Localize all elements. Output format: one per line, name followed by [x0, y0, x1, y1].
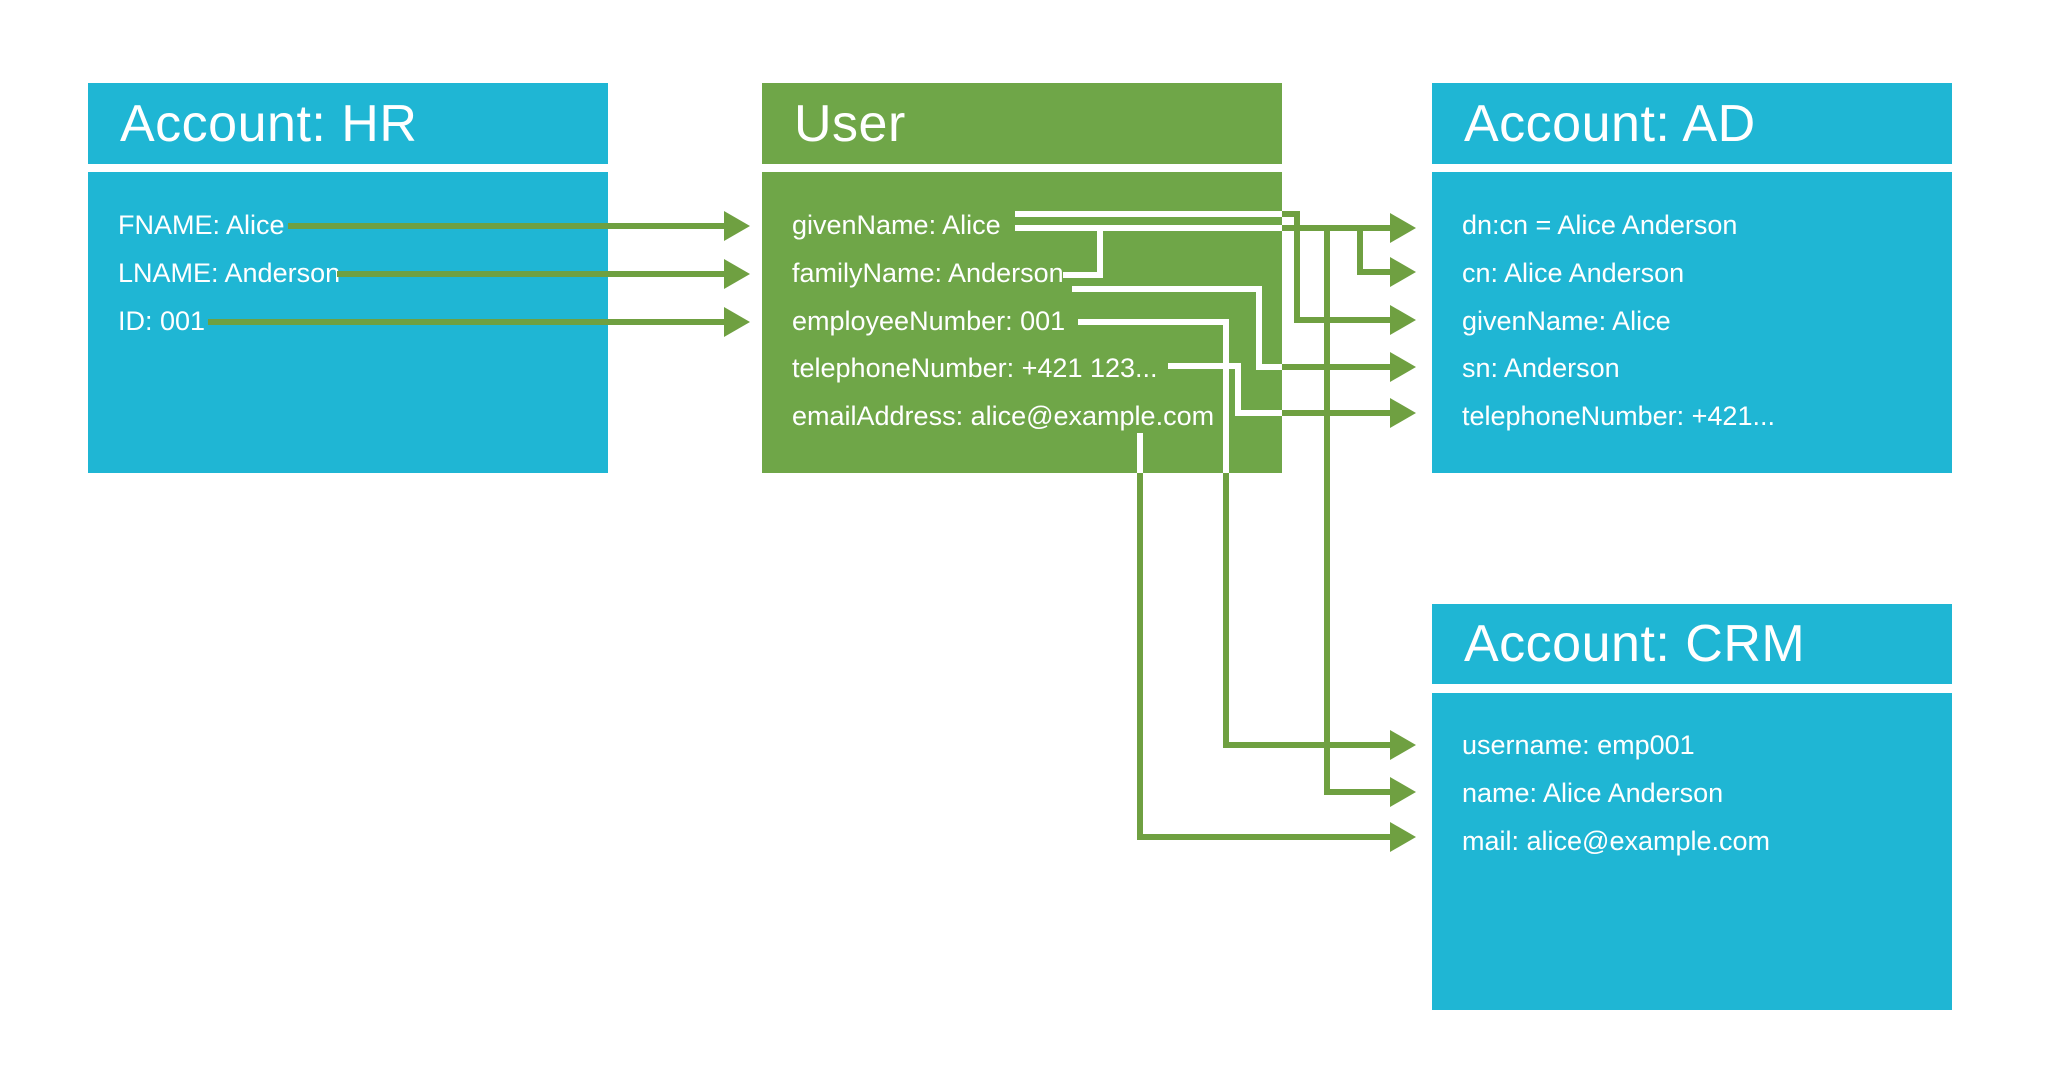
crm-row-mail: mail: alice@example.com [1462, 825, 1771, 856]
connector-employeenumber-to-username-vertical [1223, 473, 1229, 748]
account-crm-box: Account: CRM username: emp001 name: Alic… [1432, 604, 1952, 1010]
connector-employeenumber-to-username-arrowhead [1390, 730, 1416, 760]
user-row-employeenumber: employeeNumber: 001 [792, 305, 1066, 336]
account-ad-body: dn:cn = Alice Anderson cn: Alice Anderso… [1432, 172, 1952, 473]
account-crm-body: username: emp001 name: Alice Anderson ma… [1432, 693, 1952, 1010]
connector-familyname-sn-vertical [1256, 286, 1262, 370]
ad-row-telephonenumber: telephoneNumber: +421... [1462, 401, 1775, 432]
account-crm-header: Account: CRM [1432, 604, 1952, 684]
connector-givenname-to-ad-stub [1282, 211, 1300, 217]
account-hr-header: Account: HR [88, 83, 608, 164]
connector-fullname-to-dncn-line [1282, 225, 1390, 231]
connector-lname-to-familyname-arrowhead [724, 259, 750, 289]
user-header: User [762, 83, 1282, 164]
crm-row-username: username: emp001 [1462, 730, 1695, 761]
ad-row-dn-cn: dn:cn = Alice Anderson [1462, 210, 1738, 241]
account-hr-box: Account: HR FNAME: Alice LNAME: Anderson… [88, 83, 608, 473]
connector-givenname-to-ad-line [1294, 317, 1390, 323]
connector-employeenumber-vertical-inside [1223, 319, 1229, 473]
connector-telephone-to-ad-line [1282, 410, 1390, 416]
user-row-emailaddress: emailAddress: alice@example.com [792, 401, 1215, 432]
user-box: User givenName: Alice familyName: Anders… [762, 83, 1282, 473]
connector-name-join-vertical [1097, 225, 1103, 278]
connector-fullname-to-crm-name-arrowhead [1390, 777, 1416, 807]
connector-telephone-vertical [1235, 363, 1241, 416]
connector-id-to-employeenumber-arrowhead [724, 307, 750, 337]
connector-email-vertical-inside [1137, 433, 1143, 473]
connector-fname-to-givenname-line [288, 223, 724, 229]
account-ad-box: Account: AD dn:cn = Alice Anderson cn: A… [1432, 83, 1952, 473]
account-crm-title: Account: CRM [1464, 615, 1806, 673]
connector-fullname-to-cn-vertical [1357, 225, 1363, 275]
connector-familyname-join-stub [1063, 272, 1103, 278]
connector-familyname-sn-exit [1256, 364, 1282, 370]
hr-row-fname: FNAME: Alice [118, 210, 285, 241]
connector-email-to-mail-line [1137, 834, 1390, 840]
account-hr-title: Account: HR [120, 94, 418, 153]
connector-telephone-exit [1235, 410, 1282, 416]
connector-fullname-to-crm-name-vertical [1324, 225, 1330, 795]
connector-givenname-upper-line [1015, 211, 1282, 217]
ad-row-cn: cn: Alice Anderson [1462, 258, 1685, 289]
ad-row-sn: sn: Anderson [1462, 353, 1620, 384]
connector-fullname-to-cn-arrowhead [1390, 257, 1416, 287]
connector-fullname-to-dncn-arrowhead [1390, 213, 1416, 243]
connector-telephone-line [1168, 363, 1241, 369]
connector-employeenumber-to-username-line [1223, 742, 1390, 748]
user-row-familyname: familyName: Anderson [792, 258, 1064, 289]
connector-telephone-to-ad-arrowhead [1390, 398, 1416, 428]
connector-fullname-to-cn-line [1357, 269, 1390, 275]
connector-familyname-to-sn-line [1282, 364, 1390, 370]
connector-employeenumber-line [1078, 319, 1229, 325]
ad-row-givenname: givenName: Alice [1462, 305, 1671, 336]
account-ad-header: Account: AD [1432, 83, 1952, 164]
user-row-telephonenumber: telephoneNumber: +421 123... [792, 353, 1158, 384]
connector-email-to-mail-arrowhead [1390, 822, 1416, 852]
connector-email-to-mail-vertical [1137, 473, 1143, 840]
connector-lname-to-familyname-line [337, 271, 724, 277]
connector-fname-to-givenname-arrowhead [724, 211, 750, 241]
user-body: givenName: Alice familyName: Anderson em… [762, 172, 1282, 473]
hr-row-lname: LNAME: Anderson [118, 258, 341, 289]
connector-givenname-to-ad-vertical [1294, 211, 1300, 323]
user-title: User [794, 94, 906, 153]
connector-id-to-employeenumber-line [208, 319, 724, 325]
connector-fullname-to-crm-name-line [1324, 789, 1390, 795]
hr-row-id: ID: 001 [118, 305, 206, 336]
connector-familyname-to-sn-arrowhead [1390, 352, 1416, 382]
user-row-givenname: givenName: Alice [792, 210, 1001, 241]
connector-givenname-to-ad-arrowhead [1390, 305, 1416, 335]
connector-givenname-lower-line [1015, 225, 1282, 231]
crm-row-name: name: Alice Anderson [1462, 778, 1724, 809]
connector-familyname-sn-line [1072, 286, 1262, 292]
account-ad-title: Account: AD [1464, 94, 1756, 153]
